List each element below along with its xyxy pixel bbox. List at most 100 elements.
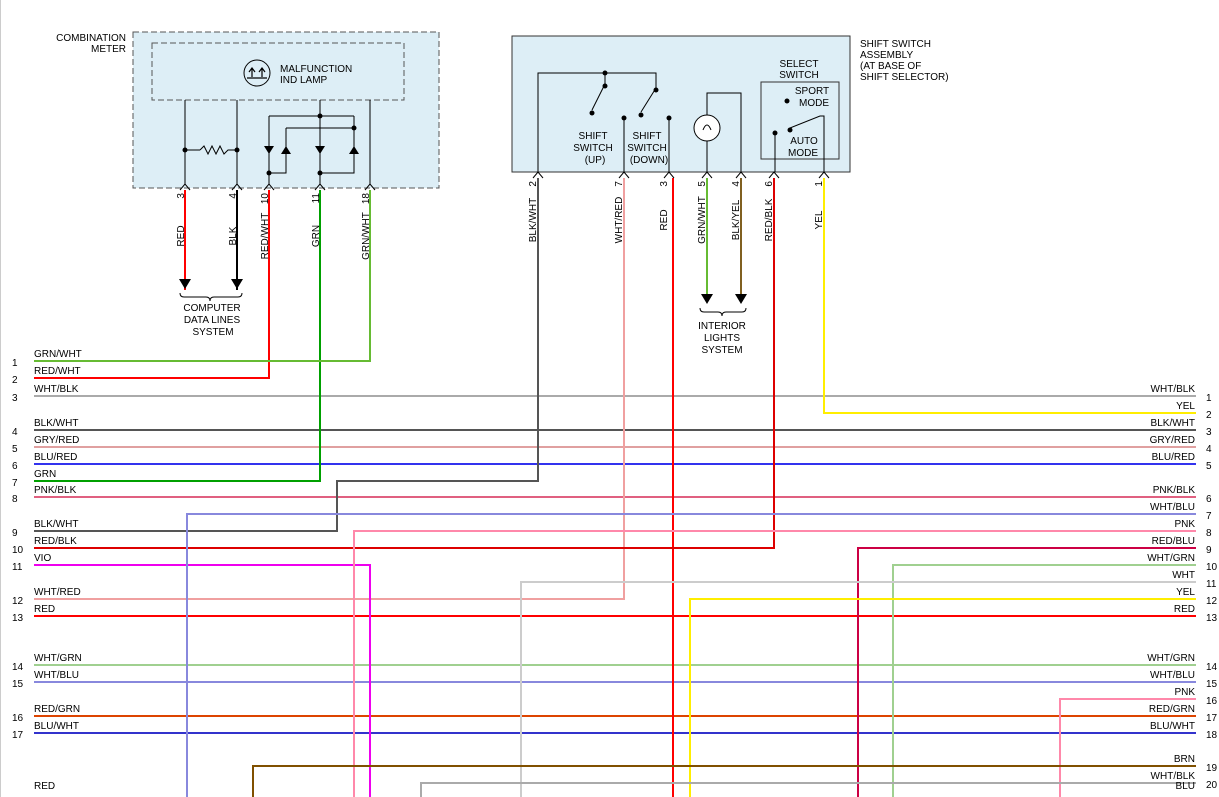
wire-labels: 3RED4BLK10RED/WHT11GRN18GRN/WHT2BLK/WHT7… bbox=[12, 181, 1218, 792]
left-connector-pin: 4 bbox=[12, 427, 18, 438]
left-connector-wire-label: GRN bbox=[34, 469, 56, 480]
right-connector-wire-label: YEL bbox=[1176, 401, 1195, 412]
switch-wire-label: BLK/WHT bbox=[528, 198, 539, 242]
left-connector-wire-label: RED/GRN bbox=[34, 704, 80, 715]
right-connector-wire-label: RED bbox=[1174, 604, 1195, 615]
left-connector-wire-label: WHT/RED bbox=[34, 587, 81, 598]
right-connector-wire-label: YEL bbox=[1176, 587, 1195, 598]
switch-pin-number: 6 bbox=[764, 181, 775, 187]
left-connector-pin: 6 bbox=[12, 461, 18, 472]
meter-wire-label: RED/WHT bbox=[260, 213, 271, 260]
switch-wire-label: RED bbox=[659, 209, 670, 230]
shift-up-label-3: (UP) bbox=[585, 155, 606, 166]
left-connector-wire-label: GRN/WHT bbox=[34, 349, 82, 360]
left-connector-pin: 16 bbox=[12, 713, 24, 724]
interior-lights-label: INTERIOR bbox=[698, 321, 746, 332]
meter-pin-number: 18 bbox=[361, 193, 372, 205]
switch-wire-label: RED/BLK bbox=[764, 198, 775, 241]
meter-wire-label: BLK bbox=[228, 226, 239, 245]
right-connector-pin: 16 bbox=[1206, 696, 1218, 707]
combination-meter: COMBINATION METER MALFUNCTION IND LAMP bbox=[56, 31, 440, 189]
meter-pin-number: 4 bbox=[228, 193, 239, 199]
wire-grn bbox=[34, 190, 321, 482]
left-connector-wire-label: WHT/GRN bbox=[34, 653, 82, 664]
switch-wire-label: GRN/WHT bbox=[697, 196, 708, 244]
right-connector-pin: 15 bbox=[1206, 679, 1218, 690]
sport-mode-label: SPORT bbox=[795, 86, 829, 97]
wire-red-blk bbox=[34, 178, 775, 549]
interior-lights-label-3: SYSTEM bbox=[701, 345, 742, 356]
left-connector-wire-label: BLK/WHT bbox=[34, 418, 78, 429]
shift-down-label-3: (DOWN) bbox=[630, 155, 668, 166]
right-connector-wire-label: BLU/RED bbox=[1152, 452, 1195, 463]
right-connector-pin: 8 bbox=[1206, 528, 1212, 539]
wire-pnk-2 bbox=[1059, 698, 1196, 797]
lamp-label-2: IND LAMP bbox=[280, 75, 328, 86]
right-connector-wire-label: WHT/GRN bbox=[1147, 553, 1195, 564]
right-connector-pin: 2 bbox=[1206, 410, 1212, 421]
shift-switch-assembly: SHIFT SWITCH ASSEMBLY (AT BASE OF SHIFT … bbox=[511, 35, 949, 173]
right-connector-pin: 17 bbox=[1206, 713, 1218, 724]
shift-switch-title-3: (AT BASE OF bbox=[860, 61, 921, 72]
right-connector-pin: 20 bbox=[1206, 780, 1218, 791]
wire-wht-blu bbox=[186, 513, 1196, 797]
left-connector-pin: 10 bbox=[12, 545, 24, 556]
wire-harness bbox=[34, 171, 1196, 797]
left-connector-wire-label: RED/BLK bbox=[34, 536, 77, 547]
combination-meter-title-2: METER bbox=[91, 44, 126, 55]
switch-pin-number: 5 bbox=[697, 181, 708, 187]
left-connector-wire-label: VIO bbox=[34, 553, 51, 564]
wire-blk-wht bbox=[34, 178, 539, 532]
switch-pin-number: 4 bbox=[731, 181, 742, 187]
left-connector-pin: 7 bbox=[12, 478, 18, 489]
right-connector-pin: 1 bbox=[1206, 393, 1212, 404]
right-connector-pin: 10 bbox=[1206, 562, 1218, 573]
left-connector-wire-label: RED bbox=[34, 604, 55, 615]
data-lines-label-2: DATA LINES bbox=[184, 315, 241, 326]
data-lines-label-3: SYSTEM bbox=[192, 327, 233, 338]
meter-wire-label: GRN bbox=[311, 225, 322, 247]
switch-wire-label: WHT/RED bbox=[614, 197, 625, 244]
select-switch-label: SELECT bbox=[780, 59, 819, 70]
left-connector-pin: 8 bbox=[12, 494, 18, 505]
shift-down-label-2: SWITCH bbox=[627, 143, 666, 154]
wire-grn-wht bbox=[34, 190, 371, 362]
lamp-icon bbox=[243, 59, 271, 87]
data-lines-label: COMPUTER bbox=[183, 303, 240, 314]
right-connector-wire-label: WHT/BLU bbox=[1150, 670, 1195, 681]
auto-mode-label-2: MODE bbox=[788, 148, 818, 159]
right-connector-wire-label: PNK bbox=[1174, 687, 1195, 698]
left-connector-wire-label: BLK/WHT bbox=[34, 519, 78, 530]
shift-up-label-2: SWITCH bbox=[573, 143, 612, 154]
wire-wht bbox=[520, 581, 1196, 797]
left-connector-pin: 17 bbox=[12, 730, 24, 741]
interior-lights-label-2: LIGHTS bbox=[704, 333, 740, 344]
switch-pin-number: 2 bbox=[528, 181, 539, 187]
right-connector-pin: 18 bbox=[1206, 730, 1218, 741]
wire-yel-2 bbox=[689, 598, 1196, 797]
right-connector-pin: 11 bbox=[1206, 579, 1217, 590]
wire-wht-red bbox=[34, 178, 625, 600]
right-connector-pin: 5 bbox=[1206, 461, 1212, 472]
left-connector-pin: 15 bbox=[12, 679, 24, 690]
wire-red-wht bbox=[34, 190, 270, 379]
meter-pin-number: 11 bbox=[311, 193, 322, 204]
right-connector-wire-label: GRY/RED bbox=[1150, 435, 1195, 446]
switch-pin-number: 1 bbox=[814, 181, 825, 187]
shift-down-label: SHIFT bbox=[633, 131, 662, 142]
left-connector-pin: 3 bbox=[12, 393, 18, 404]
right-connector-pin: 13 bbox=[1206, 613, 1218, 624]
right-connector-wire-label: RED/GRN bbox=[1149, 704, 1195, 715]
wire-yel bbox=[823, 178, 1196, 414]
left-connector-pin: 14 bbox=[12, 662, 24, 673]
switch-pin-number: 3 bbox=[659, 181, 670, 187]
right-connector-wire-label: WHT/BLU bbox=[1150, 502, 1195, 513]
wire-vio bbox=[34, 564, 371, 797]
illumination-bulb-icon bbox=[693, 114, 721, 142]
shift-switch-title: SHIFT SWITCH bbox=[860, 39, 931, 50]
switch-wire-label: BLK/YEL bbox=[731, 199, 742, 240]
combination-meter-title: COMBINATION bbox=[56, 33, 126, 44]
shift-switch-title-4: SHIFT SELECTOR) bbox=[860, 72, 949, 83]
right-connector-pin: 4 bbox=[1206, 444, 1212, 455]
right-connector-wire-label: BLK/WHT bbox=[1151, 418, 1195, 429]
